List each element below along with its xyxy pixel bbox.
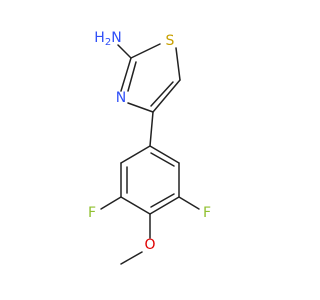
amine-sub: 2 bbox=[105, 37, 111, 48]
bond-c4-n3 bbox=[127, 102, 154, 113]
sulfur-atom: S bbox=[166, 33, 175, 49]
bond-o-ch3 bbox=[120, 251, 143, 265]
bond-c2-nh2 bbox=[117, 44, 132, 59]
bond-c4-phenyl bbox=[149, 111, 154, 147]
bond-ar1-ar2 bbox=[149, 145, 180, 164]
bond-c5-c4 bbox=[152, 79, 181, 113]
bond-ar5-f bbox=[100, 196, 122, 210]
bond-ar4-ar5 bbox=[120, 196, 151, 215]
bond-n3-c2-double bbox=[127, 61, 137, 92]
atom-labels: H2N S N F F O bbox=[88, 30, 211, 253]
bond-c2-s1 bbox=[130, 43, 161, 59]
bond-ar3-f bbox=[178, 196, 200, 210]
bond-n3-c2 bbox=[120, 57, 132, 92]
bond-c5-c4-double bbox=[150, 81, 174, 107]
bond-ar6-ar1 bbox=[120, 145, 151, 164]
ring-nitrogen-atom: N bbox=[116, 90, 126, 106]
bond-ar1-ar2-inner bbox=[150, 152, 175, 167]
fluorine-right-atom: F bbox=[203, 205, 211, 221]
bond-ar3-ar4-inner bbox=[150, 193, 175, 208]
bonds bbox=[100, 43, 200, 265]
bond-s1-c5 bbox=[175, 47, 181, 81]
amine-n: N bbox=[111, 30, 121, 46]
oxygen-atom: O bbox=[144, 237, 155, 253]
amine-h: H bbox=[94, 30, 105, 46]
molecule-structure: H2N S N F F O bbox=[88, 30, 211, 265]
amine-label: H2N bbox=[94, 30, 121, 48]
bond-ar3-ar4 bbox=[149, 196, 180, 215]
fluorine-left-atom: F bbox=[88, 205, 96, 221]
